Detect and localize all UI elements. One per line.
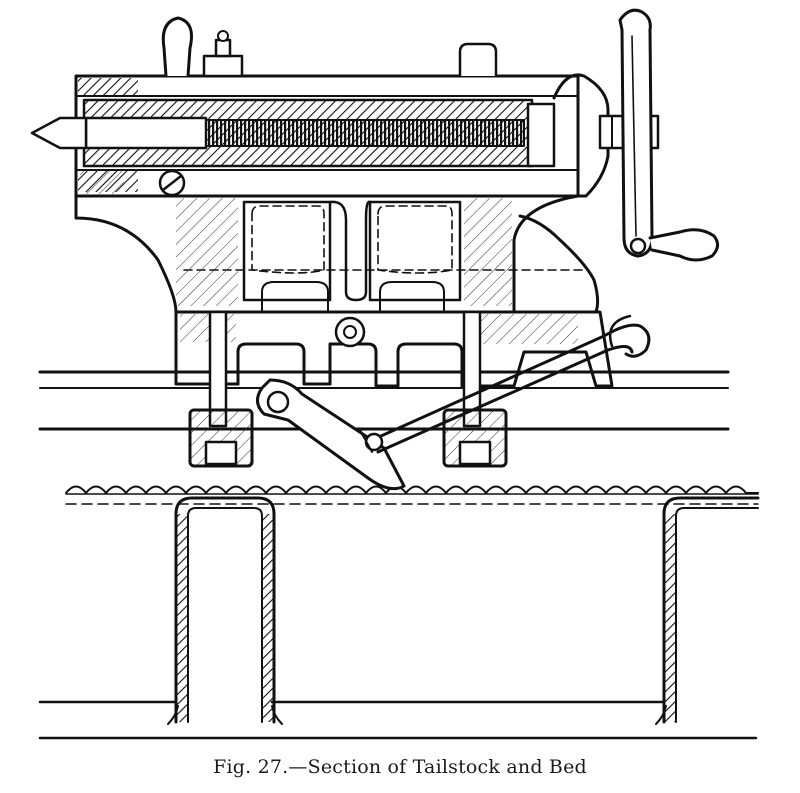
oil-cup bbox=[202, 30, 244, 78]
bed-rails bbox=[38, 370, 758, 740]
clamp-bolt-left bbox=[188, 310, 254, 468]
lock-handle bbox=[161, 16, 193, 78]
bed-left-web bbox=[167, 496, 283, 725]
tailstock-base bbox=[174, 281, 614, 388]
cap-screw bbox=[458, 42, 498, 78]
clamp-lever bbox=[256, 314, 651, 491]
rack-teeth bbox=[65, 485, 759, 505]
handwheel-crank bbox=[618, 8, 719, 262]
bed-right-web bbox=[655, 496, 760, 725]
figure-caption: Fig. 27.—Section of Tailstock and Bed bbox=[213, 756, 587, 778]
